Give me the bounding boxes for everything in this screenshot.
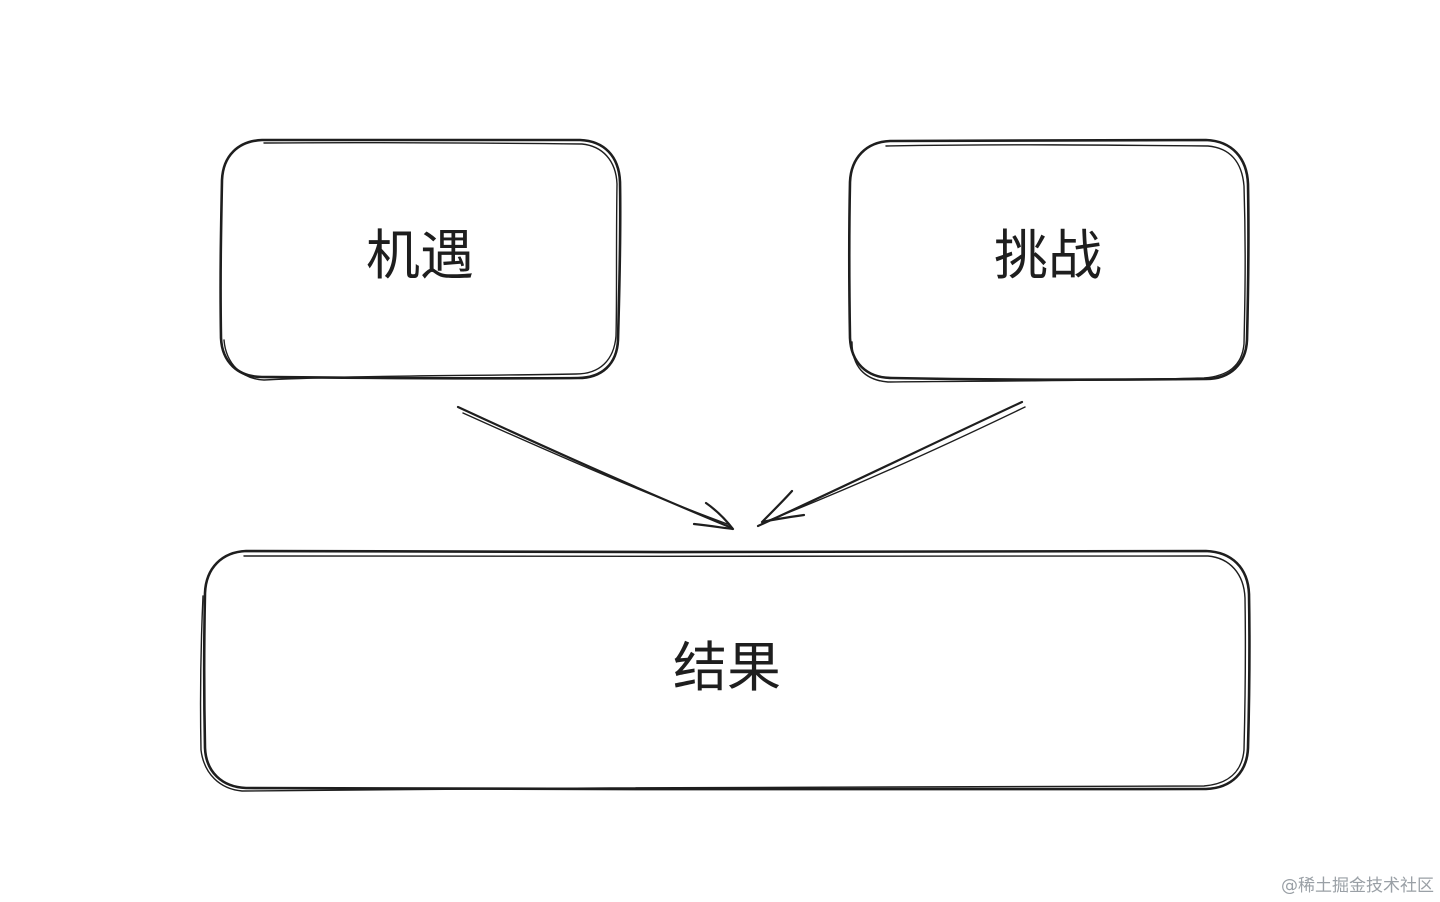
node-challenge-label: 挑战 bbox=[994, 224, 1102, 287]
node-result-label: 结果 bbox=[673, 636, 781, 699]
edge-challenge-to-result[interactable] bbox=[756, 400, 1026, 528]
node-opportunity[interactable]: 机遇 bbox=[219, 138, 622, 381]
node-challenge[interactable]: 挑战 bbox=[847, 138, 1250, 383]
node-result[interactable]: 结果 bbox=[199, 549, 1251, 792]
edge-opportunity-to-result[interactable] bbox=[456, 405, 735, 531]
node-opportunity-label: 机遇 bbox=[366, 224, 474, 287]
watermark-text: @稀土掘金技术社区 bbox=[1281, 876, 1434, 896]
